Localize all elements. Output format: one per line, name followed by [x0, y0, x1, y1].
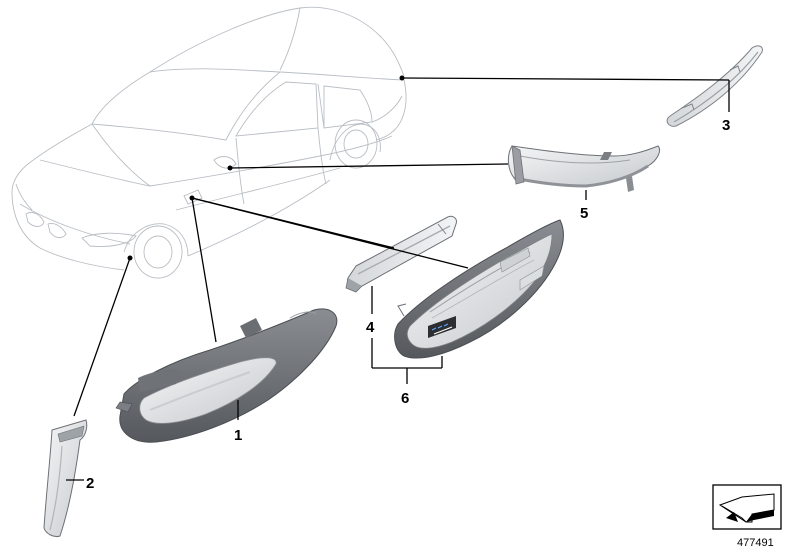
callout-2: 2 — [86, 475, 94, 492]
car-outline — [11, 6, 407, 279]
callout-1: 1 — [234, 427, 242, 444]
callout-4: 4 — [366, 319, 375, 336]
part-3-rear-reflector — [666, 45, 763, 127]
part-4-led-strip — [345, 215, 457, 293]
part-2-pillar-trim — [43, 419, 88, 537]
callout-3: 3 — [722, 117, 730, 134]
callout-6: 6 — [401, 390, 409, 407]
callout-5: 5 — [580, 205, 588, 222]
part-6-vent-assembly — [394, 219, 564, 359]
part-1-fender-vent — [115, 308, 338, 443]
leader-lines — [66, 77, 730, 481]
leader-dots — [127, 75, 405, 261]
part-5-side-indicator — [507, 145, 661, 192]
document-number: 477491 — [737, 537, 774, 549]
catalog-icon — [712, 484, 782, 530]
